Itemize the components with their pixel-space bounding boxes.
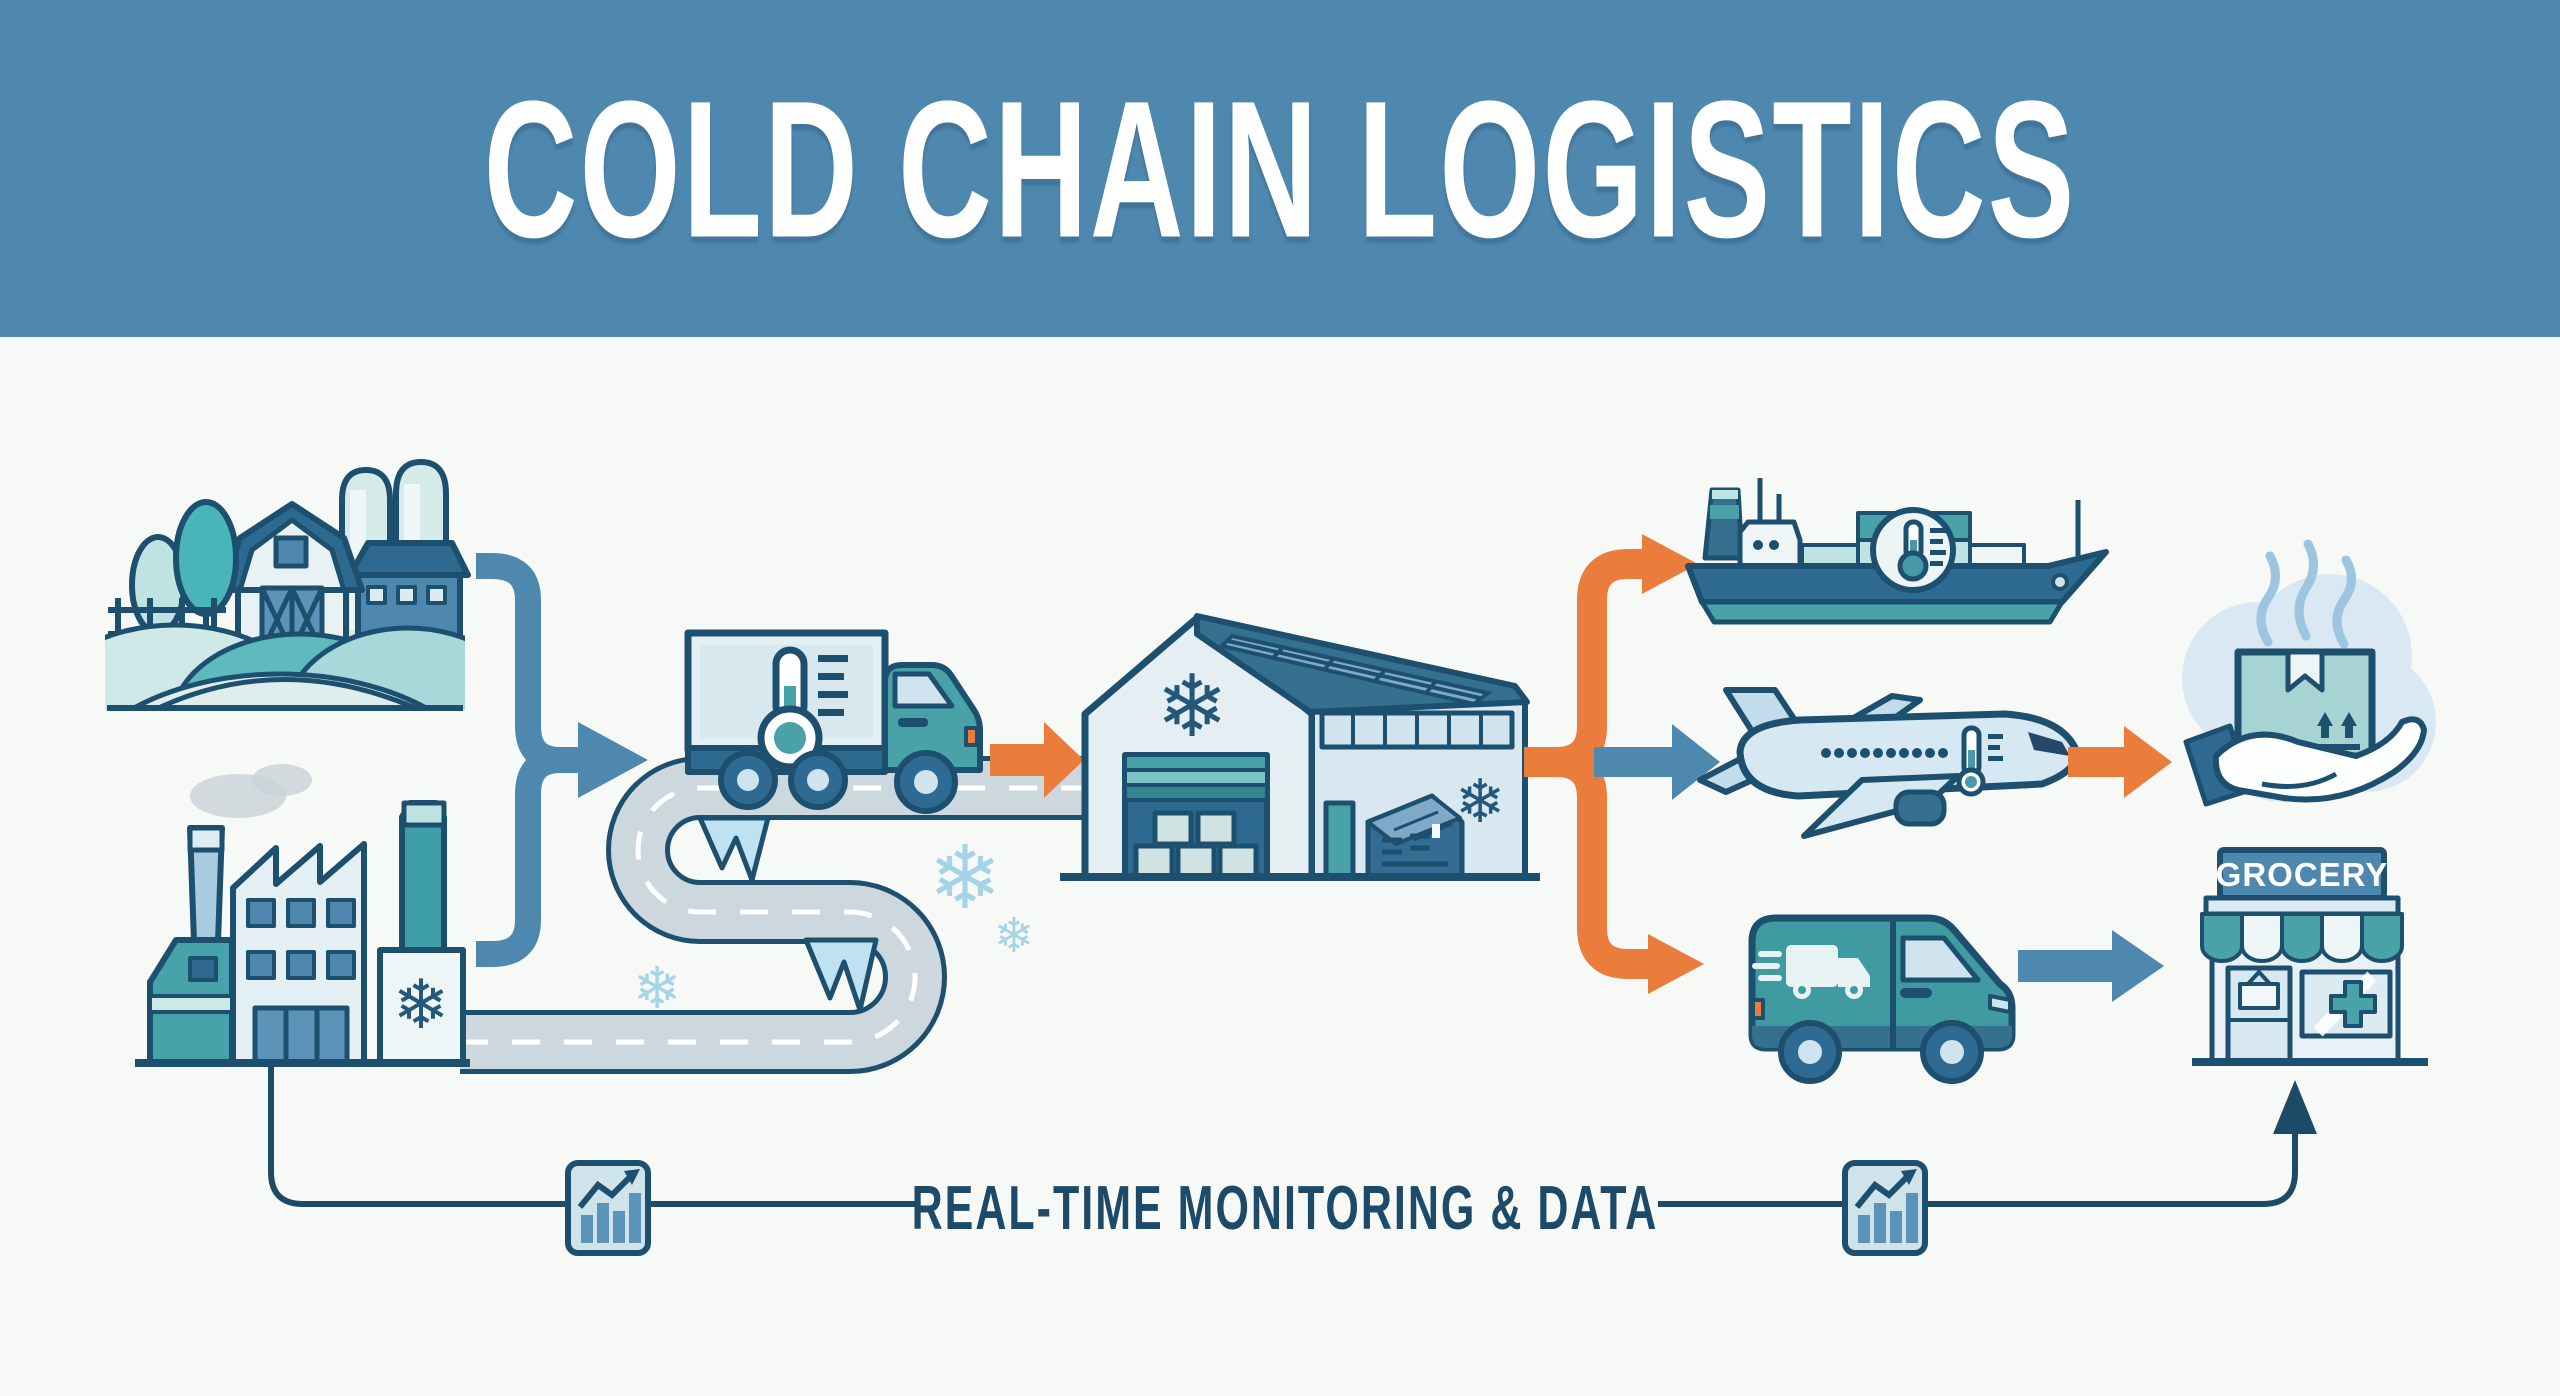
snowflake-icon: ❄ xyxy=(393,966,450,1045)
merge-arrow-icon xyxy=(476,553,648,967)
medical-cross-icon xyxy=(2329,980,2377,1028)
snowflake-icon: ❄ xyxy=(994,908,1034,964)
monitoring-line xyxy=(268,1063,2317,1207)
hand-icon xyxy=(2183,716,2427,807)
solar-panel-icon xyxy=(1218,633,1493,707)
chart-icon xyxy=(565,1160,651,1256)
thermometer-icon xyxy=(1870,507,1956,593)
icy-road-icon xyxy=(460,756,1085,1074)
field-icon xyxy=(105,622,465,711)
funnel-icon xyxy=(1702,487,1745,561)
store-window-icon xyxy=(2299,969,2393,1039)
page-title: COLD CHAIN LOGISTICS xyxy=(483,59,2077,278)
branch-arrow-icon xyxy=(990,722,1084,798)
snowflake-icon: ❄ xyxy=(1156,657,1228,757)
icicles-icon xyxy=(803,937,879,1013)
store-door-icon xyxy=(2225,965,2293,1065)
icicles-icon xyxy=(697,815,771,883)
barn-icon xyxy=(219,501,365,655)
package-handoff-icon xyxy=(2182,539,2436,807)
plane-windows xyxy=(1821,748,1948,758)
boxes-icon xyxy=(1133,810,1259,880)
this-side-up-icon xyxy=(2314,712,2360,750)
cargo-plane-icon xyxy=(1697,687,2080,839)
wheel-icon xyxy=(1778,1020,1984,1084)
monitoring-label: REAL-TIME MONITORING & DATA xyxy=(911,1174,1659,1244)
title-banner: COLD CHAIN LOGISTICS xyxy=(0,0,2560,337)
grocery-store-icon: GROCERY xyxy=(2192,847,2428,1066)
factory-icon: ❄ xyxy=(135,764,470,1067)
factory-windows xyxy=(246,898,356,980)
thermometer-icon xyxy=(1956,725,2003,797)
branch-arrow-icon xyxy=(1594,724,1720,800)
wheel-icon xyxy=(718,750,958,814)
chart-icon xyxy=(1842,1160,1928,1256)
cargo-ship-icon xyxy=(1685,478,2109,625)
speeding-truck-logo-icon xyxy=(1752,945,1870,999)
snowflake-icon: ❄ xyxy=(928,826,1002,929)
farm-icon xyxy=(105,459,471,711)
steam-icon xyxy=(2256,539,2356,649)
cold-storage-warehouse-icon: ❄ ❄ xyxy=(1060,613,1540,881)
grocery-sign: GROCERY xyxy=(2216,847,2389,901)
branch-arrow-icon xyxy=(1524,534,1704,994)
branch-arrow-icon xyxy=(2068,726,2172,798)
refrigerated-truck-icon xyxy=(684,629,983,814)
smoke-icon xyxy=(252,764,312,796)
chimney-icon xyxy=(399,800,447,953)
grocery-sign-text: GROCERY xyxy=(2216,856,2389,893)
loading-door-icon xyxy=(1122,752,1270,880)
delivery-van-icon xyxy=(1748,914,2016,1084)
chimney-icon xyxy=(187,825,225,945)
up-arrowhead-icon xyxy=(2273,1080,2317,1134)
awning-icon xyxy=(2200,912,2404,963)
bridge-icon xyxy=(1737,519,1803,569)
snowflake-icon: ❄ xyxy=(633,954,682,1022)
branch-arrow-icon xyxy=(2018,930,2164,1002)
cold-unit-icon xyxy=(1365,793,1465,880)
thermometer-icon xyxy=(757,646,848,771)
